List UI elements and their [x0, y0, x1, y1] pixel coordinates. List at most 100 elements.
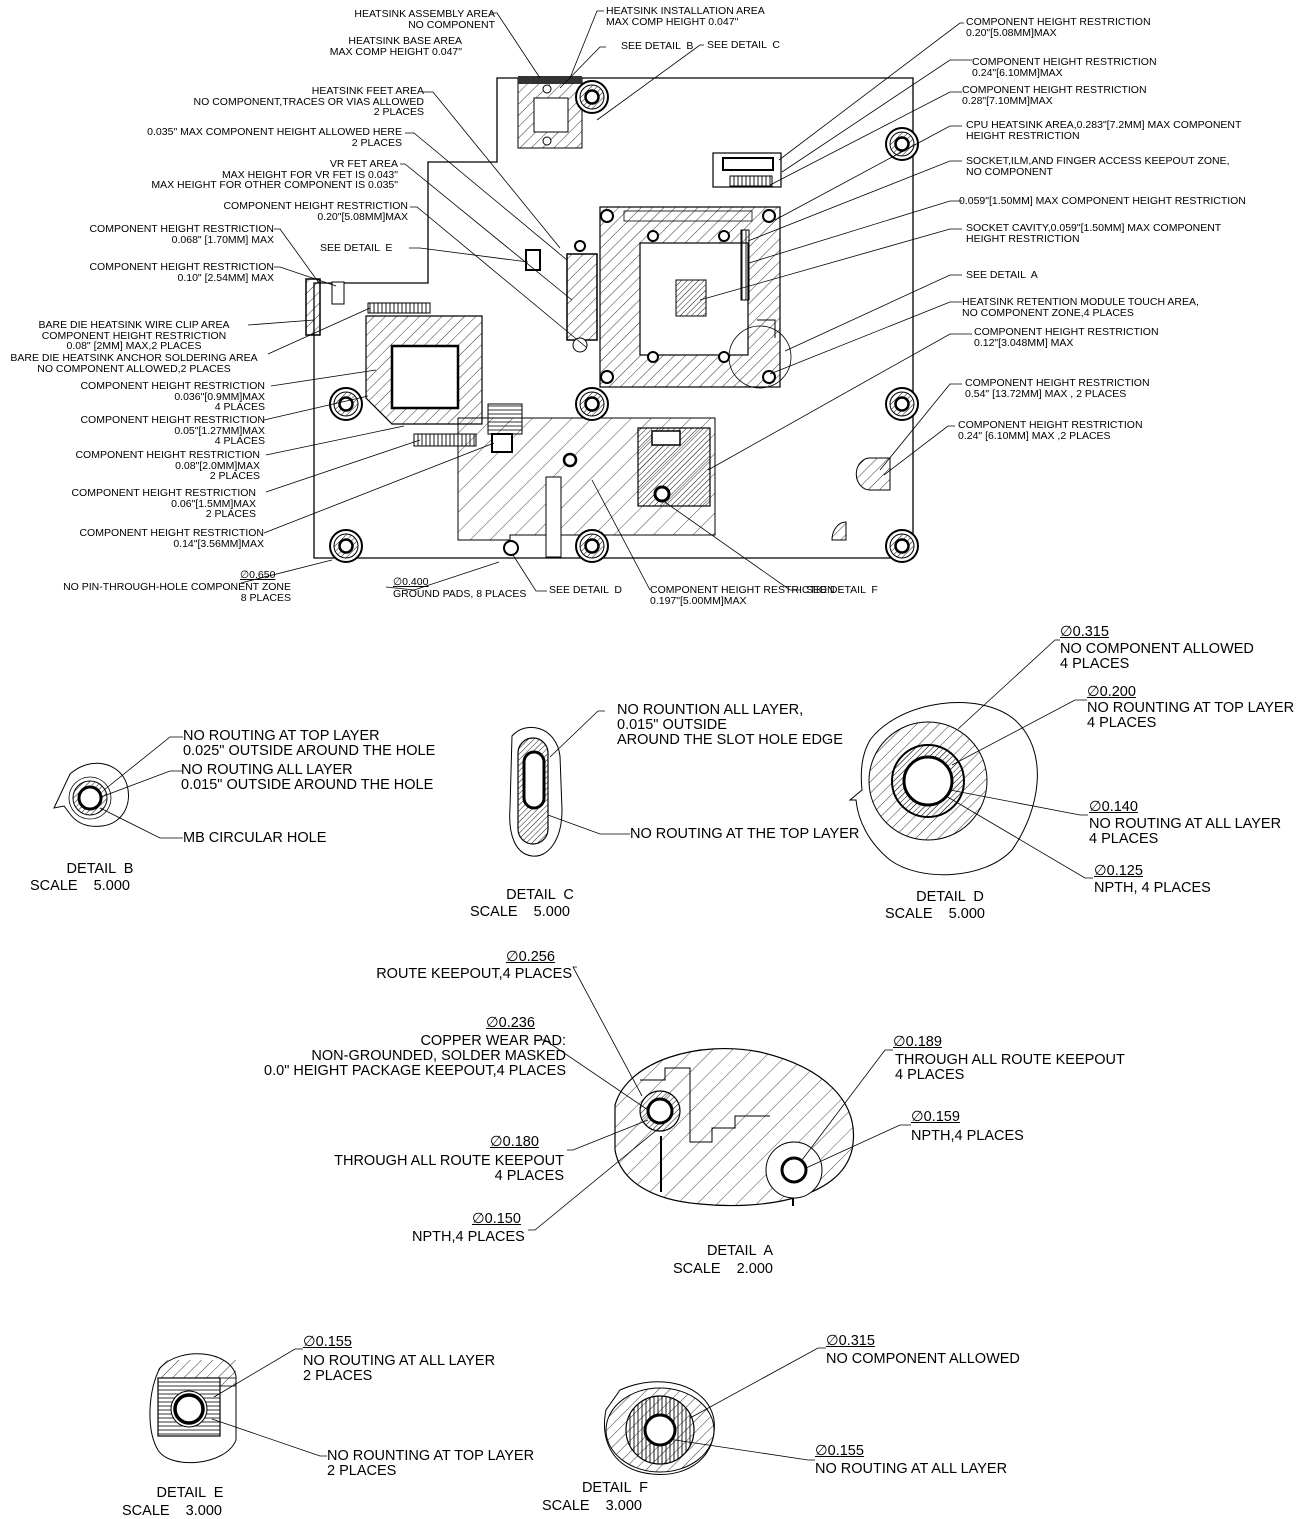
diameter-symbol-icon: ∅: [1087, 684, 1100, 700]
detail-a-dia-4: ∅0.150: [472, 1212, 521, 1227]
detail-f-dia-2-value: 0.155: [827, 1443, 864, 1459]
detail-a-note-5: THROUGH ALL ROUTE KEEPOUT 4 PLACES: [895, 1052, 1125, 1083]
note-chr-028: COMPONENT HEIGHT RESTRICTION 0.28"[7.10M…: [962, 84, 1147, 107]
detail-c-drawing: [509, 710, 630, 857]
note-chr-054: COMPONENT HEIGHT RESTRICTION 0.54" [13.7…: [965, 377, 1150, 400]
detail-b-note-2: NO ROUTING ALL LAYER 0.015" OUTSIDE AROU…: [181, 762, 434, 793]
detail-d-title: DETAIL D: [916, 889, 984, 905]
note-chr-06: COMPONENT HEIGHT RESTRICTION 0.06"[1.5MM…: [71, 487, 256, 521]
detail-a-note-1: ROUTE KEEPOUT,4 PLACES: [376, 966, 572, 982]
detail-f-dia-1: ∅0.315: [826, 1334, 875, 1349]
detail-b-scale: SCALE 5.000: [30, 878, 130, 894]
detail-d-note-2: NO ROUNTING AT TOP LAYER 4 PLACES: [1087, 700, 1295, 731]
detail-a-note-6: NPTH,4 PLACES: [911, 1128, 1024, 1144]
detail-a-dia-1: ∅0.256: [506, 950, 555, 965]
note-max-059: 0.059"[1.50MM] MAX COMPONENT HEIGHT REST…: [959, 195, 1246, 207]
detail-b-note-1: NO ROUTING AT TOP LAYER 0.025" OUTSIDE A…: [183, 728, 436, 759]
detail-b-title: DETAIL B: [66, 861, 134, 877]
detail-a-dia-5: ∅0.189: [893, 1035, 942, 1050]
note-chr-012: COMPONENT HEIGHT RESTRICTION 0.12"[3.048…: [974, 326, 1159, 349]
dia-400-value: 0.400: [402, 576, 429, 588]
note-heatsink-assembly: HEATSINK ASSEMBLY AREA NO COMPONENT: [354, 8, 495, 31]
detail-f-title: DETAIL F: [581, 1480, 649, 1496]
detail-d-dia-3-value: 0.140: [1101, 799, 1138, 815]
diameter-symbol-icon: ∅: [1094, 863, 1107, 879]
detail-c-note-1: NO ROUNTION ALL LAYER, 0.015" OUTSIDE AR…: [617, 702, 843, 748]
small-components: [487, 403, 891, 541]
note-socket-cavity: SOCKET CAVITY,0.059"[1.50MM] MAX COMPONE…: [966, 222, 1222, 245]
note-chr-068: COMPONENT HEIGHT RESTRICTION 0.068" [1.7…: [89, 223, 274, 246]
detail-a-dia-4-value: 0.150: [484, 1211, 521, 1227]
note-ground-pads: GROUND PADS, 8 PLACES: [393, 588, 527, 600]
diameter-symbol-icon: ∅: [826, 1333, 839, 1349]
note-cpu-heatsink: CPU HEATSINK AREA,0.283"[7.2MM] MAX COMP…: [966, 119, 1242, 142]
note-wire-clip: BARE DIE HEATSINK WIRE CLIP AREA COMPONE…: [38, 319, 230, 353]
diameter-symbol-icon: ∅: [911, 1109, 924, 1125]
note-chr-014: COMPONENT HEIGHT RESTRICTION 0.14"[3.56M…: [79, 527, 264, 550]
note-dia-400: ∅0.400: [393, 577, 428, 588]
detail-e-scale: SCALE 3.000: [122, 1503, 222, 1519]
detail-f-note-2: NO ROUTING AT ALL LAYER: [815, 1461, 1008, 1477]
detail-a-dia-5-value: 0.189: [905, 1034, 942, 1050]
detail-d-dia-1: ∅0.315: [1060, 625, 1109, 640]
detail-a-note-4: NPTH,4 PLACES: [412, 1229, 525, 1245]
detail-e-dia-1: ∅0.155: [303, 1335, 352, 1350]
diameter-symbol-icon: ∅: [303, 1334, 316, 1350]
detail-a-scale: SCALE 2.000: [673, 1261, 773, 1277]
note-see-detail-b: SEE DETAIL B: [621, 40, 694, 52]
note-max-035: 0.035" MAX COMPONENT HEIGHT ALLOWED HERE…: [147, 126, 402, 149]
detail-d-dia-4: ∅0.125: [1094, 864, 1143, 879]
detail-b-note-3: MB CIRCULAR HOLE: [183, 830, 327, 846]
detail-a-dia-3: ∅0.180: [490, 1135, 539, 1150]
note-npth-zone: NO PIN-THROUGH-HOLE COMPONENT ZONE 8 PLA…: [63, 581, 291, 604]
detail-a-dia-3-value: 0.180: [502, 1134, 539, 1150]
diameter-symbol-icon: ∅: [893, 1034, 906, 1050]
note-chr-0197: COMPONENT HEIGHT RESTRICTION 0.197"[5.00…: [650, 584, 835, 607]
detail-a-dia-2-value: 0.236: [498, 1015, 535, 1031]
detail-a-title: DETAIL A: [706, 1243, 774, 1259]
detail-d-dia-2: ∅0.200: [1087, 685, 1136, 700]
detail-d-scale: SCALE 5.000: [885, 906, 985, 922]
note-chr-024b: COMPONENT HEIGHT RESTRICTION 0.24" [6.10…: [958, 419, 1143, 442]
detail-f-scale: SCALE 3.000: [542, 1498, 642, 1514]
detail-d-dia-3: ∅0.140: [1089, 800, 1138, 815]
note-socket-ilm: SOCKET,ILM,AND FINGER ACCESS KEEPOUT ZON…: [966, 155, 1230, 178]
detail-d-drawing: [848, 639, 1093, 879]
detail-f-dia-2: ∅0.155: [815, 1444, 864, 1459]
detail-e-dia-1-value: 0.155: [315, 1334, 352, 1350]
note-heatsink-install: HEATSINK INSTALLATION AREA MAX COMP HEIG…: [606, 5, 765, 28]
note-see-detail-c: SEE DETAIL C: [707, 39, 780, 51]
detail-c-title: DETAIL C: [506, 887, 574, 903]
note-chr-024: COMPONENT HEIGHT RESTRICTION 0.24"[6.10M…: [972, 56, 1157, 79]
diameter-symbol-icon: ∅: [815, 1443, 828, 1459]
detail-a-dia-6: ∅0.159: [911, 1110, 960, 1125]
diameter-symbol-icon: ∅: [1060, 624, 1073, 640]
detail-e-note-2: NO ROUNTING AT TOP LAYER 2 PLACES: [327, 1448, 535, 1479]
note-see-detail-a: SEE DETAIL A: [966, 269, 1038, 281]
diameter-symbol-icon: ∅: [506, 949, 519, 965]
diameter-symbol-icon: ∅: [486, 1015, 499, 1031]
detail-a-dia-1-value: 0.256: [518, 949, 555, 965]
note-see-detail-f: SEE DETAIL F: [806, 584, 878, 596]
note-chr-020-right: COMPONENT HEIGHT RESTRICTION 0.20"[5.08M…: [966, 16, 1151, 39]
note-chr-036: COMPONENT HEIGHT RESTRICTION 0.036"[0.9M…: [80, 380, 265, 414]
detail-d-dia-4-value: 0.125: [1106, 863, 1143, 879]
dia-650-value: 0.650: [249, 569, 276, 581]
connector-top-right: [712, 152, 782, 188]
detail-f-dia-1-value: 0.315: [838, 1333, 875, 1349]
note-chr-08: COMPONENT HEIGHT RESTRICTION 0.08"[2.0MM…: [75, 449, 260, 483]
bare-die-heatsink: [305, 278, 483, 447]
detail-d-note-1: NO COMPONENT ALLOWED 4 PLACES: [1060, 641, 1254, 672]
detail-f-note-1: NO COMPONENT ALLOWED: [826, 1351, 1020, 1367]
note-dia-650: ∅0.650: [240, 570, 275, 581]
detail-d-note-4: NPTH, 4 PLACES: [1094, 880, 1211, 896]
diameter-symbol-icon: ∅: [490, 1134, 503, 1150]
note-anchor: BARE DIE HEATSINK ANCHOR SOLDERING AREA …: [10, 352, 258, 375]
detail-d-note-3: NO ROUTING AT ALL LAYER 4 PLACES: [1089, 816, 1282, 847]
note-heatsink-base: HEATSINK BASE AREA MAX COMP HEIGHT 0.047…: [329, 35, 462, 58]
note-retention: HEATSINK RETENTION MODULE TOUCH AREA, NO…: [962, 296, 1199, 319]
detail-e-title: DETAIL E: [156, 1485, 224, 1501]
detail-e-drawing: [149, 1348, 327, 1464]
note-chr-05: COMPONENT HEIGHT RESTRICTION 0.05"[1.27M…: [80, 414, 265, 448]
detail-a-dia-6-value: 0.159: [923, 1109, 960, 1125]
